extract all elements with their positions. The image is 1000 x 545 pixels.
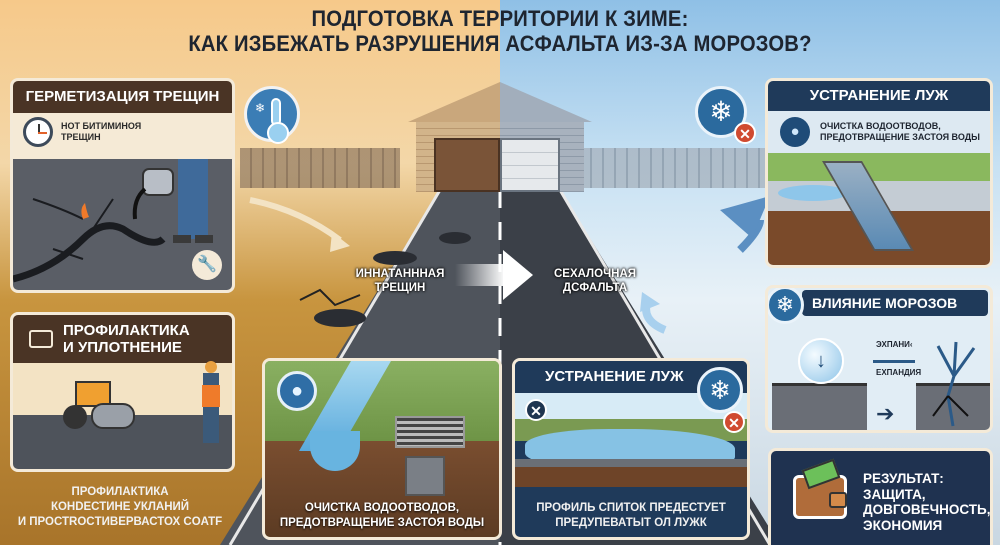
wallet-money-icon xyxy=(793,475,847,519)
frost-label-2: ЕХПАНДИЯ xyxy=(876,368,922,377)
prevention-caption-line-2: КОНDЕСТИНЕ УКЛАНИЙ xyxy=(50,501,190,513)
crack-sealing-panel: ГЕРМЕТИЗАЦИЯ ТРЕЩИН НОТ БИТИМИНОЯ ТРЕЩИН… xyxy=(10,78,235,293)
snowflake-icon: ❄ xyxy=(255,101,266,115)
puddles-center-caption: ПРОФИЛЬ СПИТОК ПРЕДЕСТУЕТ ПРЕДУПЕВАТЫТ О… xyxy=(515,501,747,531)
title-line-1: ПОДГОТОВКА ТЕРРИТОРИИ К ЗИМЕ: xyxy=(311,6,689,31)
frost-label-1: ЭХПАНИ‹ xyxy=(876,340,913,349)
puddles-right-panel: УСТРАНЕНИЕ ЛУЖ ● ОЧИСТКА ВОДООТВОДОВ, ПР… xyxy=(765,78,993,268)
x-red-icon: ✕ xyxy=(734,122,756,144)
x-icon: ✕ xyxy=(525,399,547,421)
road-label-left: ИННАТАННHАЯ ТРЕЩИН xyxy=(345,267,455,295)
result-line-4: ЭКОНОМИЯ xyxy=(863,517,943,533)
frost-impact-heading: ВЛИЯНИЕ МОРОЗОВ xyxy=(802,290,988,316)
arrow-right-icon: ➔ xyxy=(876,401,895,426)
thermometer-icon: ❄ xyxy=(244,86,300,144)
result-line-1: РЕЗУЛЬТАТ: xyxy=(863,471,944,486)
snowflake-icon: ❄ xyxy=(709,96,733,127)
winter-fence xyxy=(580,148,770,188)
drainage-caption-line-2: ПРЕДОТВРАЩЕНИЕ ЗАСТОЯ ВОДЫ xyxy=(279,517,485,529)
prevention-caption-line-1: ПРОФИЛАКТИКА xyxy=(71,486,169,498)
result-panel: РЕЗУЛЬТАТ: ЗАЩИТА, ДОВГОВЕЧНОСТЬ, ЭКОНОМ… xyxy=(768,448,993,545)
asphalt-block-before xyxy=(772,383,867,430)
clock-icon xyxy=(23,117,53,147)
water-drop-icon: ● xyxy=(277,371,317,411)
drainage-caption-line-1: ОЧИСТКА ВОДООТВОДОВ, xyxy=(304,502,460,514)
road-label-left-line-1: ИННАТАННHАЯ xyxy=(355,268,445,280)
arrow-right-icon xyxy=(873,360,915,363)
frost-impact-panel: ВЛИЯНИЕ МОРОЗОВ ❄ ↓ ЭХПАНИ‹ ЕХПАНДИЯ ➔ xyxy=(765,285,993,433)
road-roller-illustration xyxy=(63,381,135,431)
prevention-heading-line-1: ПРОФИЛАКТИКА xyxy=(63,322,190,339)
garage-illustration xyxy=(408,82,592,192)
garage-door-autumn xyxy=(434,138,500,192)
snowflake-glyph: ❄ xyxy=(775,292,795,317)
prevention-heading-line-2: И УПЛОТНЕНИЕ xyxy=(63,339,182,356)
result-text: РЕЗУЛЬТАТ: ЗАЩИТА, ДОВГОВЕЧНОСТЬ, ЭКОНОМ… xyxy=(863,471,990,533)
result-line-2: ЗАЩИТА, xyxy=(863,486,926,502)
drainage-caption: ОЧИСТКА ВОДООТВОДОВ, ПРЕДОТВРАЩЕНИЕ ЗАСТ… xyxy=(265,501,499,531)
puddle-illustration xyxy=(778,185,848,201)
worker-illustration xyxy=(202,361,220,443)
drain-box xyxy=(405,456,445,496)
prevention-heading: ПРОФИЛАКТИКА И УПЛОТНЕНИЕ xyxy=(13,315,232,363)
x-red-icon: ✕ xyxy=(723,411,745,433)
puddles-center-panel: УСТРАНЕНИЕ ЛУЖ ✕ ❄ ✕ ПРОФИЛЬ СПИТОК ПРЕД… xyxy=(512,358,750,540)
result-line-3: ДОВГОВЕЧНОСТЬ, xyxy=(863,502,991,517)
puddles-right-subtitle-line-2: ПРЕДОТВРАЩЕНИЕ ЗАСТОЯ ВОДЫ xyxy=(820,132,980,142)
snowflake-glyph: ❄ xyxy=(709,375,731,405)
road-label-right-line-2: ДСФАЛЬТА xyxy=(562,282,628,294)
puddles-caption-line-2: ПРЕДУПЕВАТЫТ ОЛ ЛУЖК xyxy=(555,517,707,529)
road-label-left-line-2: ТРЕЩИН xyxy=(374,282,426,294)
road-label-right-line-1: СЕХАЛОЧНАЯ xyxy=(553,268,637,280)
tools-icon: 🔧 xyxy=(192,250,222,280)
wallet-icon xyxy=(29,330,53,348)
drainage-panel: ● ОЧИСТКА ВОДООТВОДОВ, ПРЕДОТВРАЩЕНИЕ ЗА… xyxy=(262,358,502,540)
road-label-right: СЕХАЛОЧНАЯ ДСФАЛЬТА xyxy=(540,267,650,295)
crack-sealing-subtitle: НОТ БИТИМИНОЯ ТРЕЩИН xyxy=(61,121,142,142)
autumn-fence xyxy=(240,148,400,188)
crack-burst-illustration xyxy=(932,341,976,427)
water-drop-icon: ● xyxy=(780,117,810,147)
drain-grate xyxy=(395,416,465,448)
prevention-caption-line-3: И ПРОСТROCТИВЕРВАСТОХ COATF xyxy=(17,516,223,528)
title-line-2: КАК ИЗБЕЖАТЬ РАЗРУШЕНИЯ АСФАЛЬТА ИЗ-ЗА М… xyxy=(188,31,812,56)
transition-arrow-icon xyxy=(455,250,535,300)
prevention-caption: ПРОФИЛАКТИКА КОНDЕСТИНЕ УКЛАНИЙ И ПРОСТR… xyxy=(0,485,240,530)
page-title: ПОДГОТОВКА ТЕРРИТОРИИ К ЗИМЕ: КАК ИЗБЕЖА… xyxy=(40,6,960,56)
snowflake-icon: ❄ xyxy=(697,367,743,413)
ice-ball-arrow-down-icon: ↓ xyxy=(798,338,844,384)
puddles-right-heading: УСТРАНЕНИЕ ЛУЖ xyxy=(768,81,990,111)
snowflake-icon: ❄ xyxy=(768,288,804,324)
water-channel xyxy=(310,431,360,471)
garage-door-winter xyxy=(500,138,560,192)
puddles-caption-line-1: ПРОФИЛЬ СПИТОК ПРЕДЕСТУЕТ xyxy=(536,502,726,514)
puddles-right-subtitle: ОЧИСТКА ВОДООТВОДОВ, ПРЕДОТВРАЩЕНИЕ ЗАСТ… xyxy=(820,121,980,143)
crack-sealing-heading: ГЕРМЕТИЗАЦИЯ ТРЕЩИН xyxy=(13,81,232,113)
puddles-right-subtitle-line-1: ОЧИСТКА ВОДООТВОДОВ, xyxy=(820,121,941,131)
prevention-panel: ПРОФИЛАКТИКА И УПЛОТНЕНИЕ xyxy=(10,312,235,472)
